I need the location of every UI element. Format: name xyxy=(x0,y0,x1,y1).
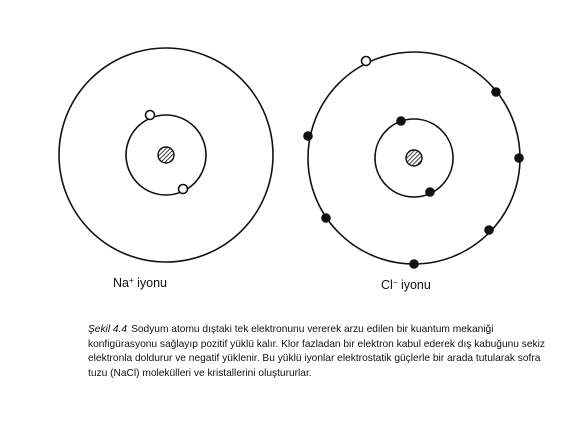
na-electron-empty xyxy=(177,183,189,195)
cl-suffix: iyonu xyxy=(397,278,431,292)
na-suffix: iyonu xyxy=(133,276,168,290)
cl-electron-filled xyxy=(425,187,435,197)
cl-electron-filled xyxy=(321,213,331,223)
na-electron-empty xyxy=(144,109,156,121)
na-charge: + xyxy=(128,276,134,285)
cl-inner-shell xyxy=(374,118,454,198)
caption-text: Sodyum atomu dıştaki tek elektronunu ver… xyxy=(88,324,545,379)
na-nucleus xyxy=(157,146,175,164)
na-outer-shell xyxy=(58,47,274,263)
cl-symbol: Cl xyxy=(381,278,393,292)
ion-diagram xyxy=(58,47,524,269)
cl-electron-filled xyxy=(409,259,419,269)
cl-electron-empty xyxy=(360,55,372,67)
cl-ion-label: Cl− iyonu xyxy=(381,278,431,292)
cl-nucleus xyxy=(405,149,423,167)
na-symbol: Na xyxy=(113,276,129,290)
cl-electron-filled xyxy=(514,153,524,163)
cl-electron-filled xyxy=(396,116,406,126)
na-inner-shell xyxy=(125,114,207,196)
caption-figure-ref: Şekil 4.4 xyxy=(88,324,128,335)
cl-ion xyxy=(303,51,524,269)
na-ion-label: Na+ iyonu xyxy=(113,276,167,290)
na-ion xyxy=(58,47,274,263)
cl-electron-filled xyxy=(491,87,501,97)
cl-electron-filled xyxy=(303,131,313,141)
cl-electron-filled xyxy=(484,225,494,235)
cl-charge: − xyxy=(392,278,398,287)
